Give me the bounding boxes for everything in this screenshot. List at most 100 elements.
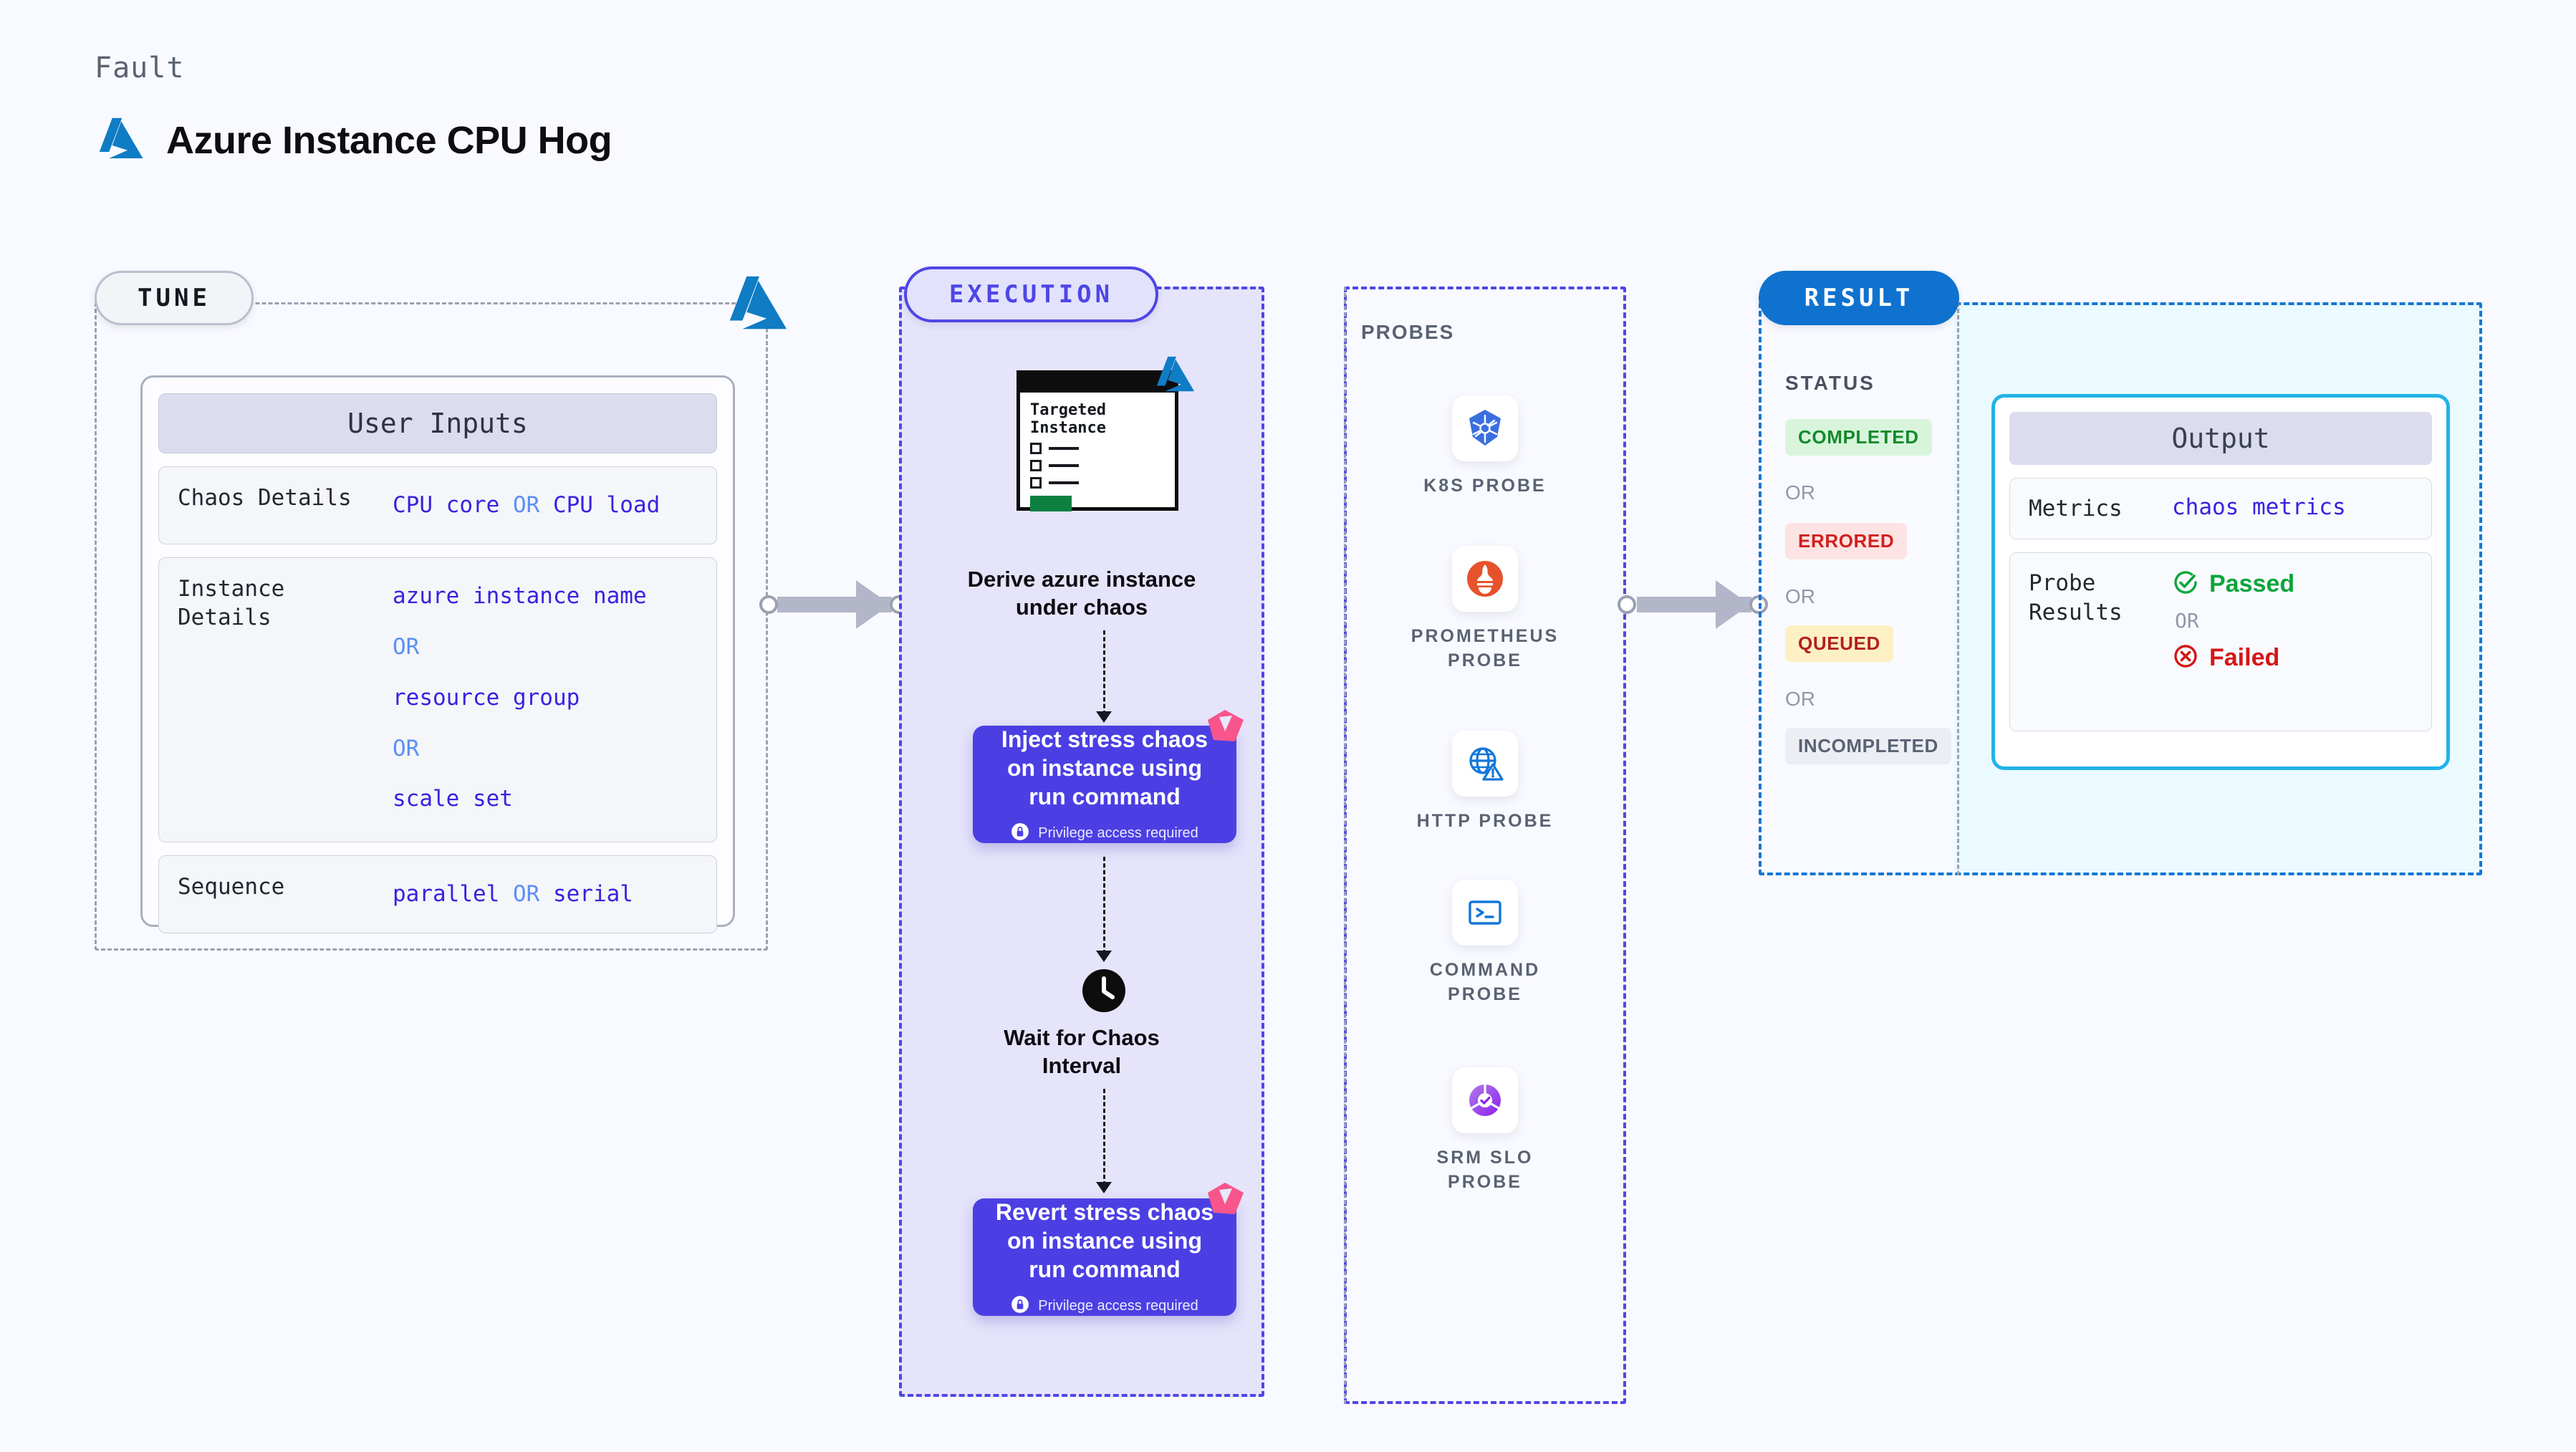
sequence-values: parallel OR serial [393,873,633,915]
litmus-tag-icon [1203,1180,1246,1220]
status-or-3: OR [1785,688,1815,710]
tune-panel [95,302,768,951]
chaos-details-values: CPU core OR CPU load [393,484,660,527]
probe-passed-text: Passed [2209,569,2295,597]
chaos-details-value-2: CPU load [552,492,660,518]
placeholder-line [1049,481,1079,485]
targeted-instance-title-1: Targeted [1030,401,1106,419]
connector-dot-left-2 [1618,595,1636,614]
probe-results-or: OR [2175,609,2199,633]
status-badge-errored: ERRORED [1785,523,1908,559]
instance-or-1: OR [393,633,420,660]
sequence-label: Sequence [178,873,285,900]
probe-label-prometheus: PROMETHEUS PROBE [1344,625,1626,673]
sequence-or: OR [512,880,540,907]
status-or-2: OR [1785,585,1815,607]
metrics-row: Metrics chaos metrics [2009,478,2432,540]
privilege-text: Privilege access required [1038,824,1198,841]
tune-badge[interactable]: TUNE [95,271,254,325]
probe-failed-text: Failed [2209,643,2280,671]
azure-logo-icon [95,116,146,165]
sequence-row: Sequence parallel OR serial [158,855,717,933]
probes-divider [1344,287,1346,1404]
metrics-value: chaos metrics [2172,494,2346,520]
probe-label-srm-line-1: SRM SLO [1436,1148,1534,1168]
result-badge[interactable]: RESULT [1759,271,1959,325]
output-card: Output Metrics chaos metrics Probe Resul… [1991,394,2450,770]
revert-step-line-1: Revert stress chaos [995,1199,1214,1225]
instance-or-2: OR [393,735,420,761]
chaos-details-label: Chaos Details [178,485,352,511]
instance-details-label: Instance Details [178,575,285,630]
checkbox-row [1030,477,1165,489]
probe-item-prometheus[interactable]: PROMETHEUS PROBE [1344,546,1626,673]
probe-result-failed: Failed [2172,643,2294,673]
status-title: STATUS [1785,372,1875,394]
srm-slo-icon [1452,1067,1518,1133]
probe-label-prometheus-line-2: PROBE [1448,650,1522,670]
status-badge-queued: QUEUED [1785,625,1893,662]
sequence-value-2: serial [552,880,633,907]
chaos-details-row: Chaos Details CPU core OR CPU load [158,466,717,544]
probe-item-http[interactable]: HTTP PROBE [1344,731,1626,834]
probe-label-command: COMMAND PROBE [1344,958,1626,1007]
checkbox-row [1030,460,1165,472]
user-inputs-title: User Inputs [158,393,717,453]
page-title-row: Azure Instance CPU Hog [95,116,612,165]
status-badge-completed: COMPLETED [1785,419,1932,456]
execution-badge[interactable]: EXECUTION [904,266,1158,322]
inject-step-line-2: on instance using [1006,755,1203,781]
derive-caption-line-1: Derive azure instance [967,567,1196,592]
revert-step-box[interactable]: Revert stress chaos on instance using ru… [973,1183,1244,1317]
privilege-text: Privilege access required [1038,1297,1198,1314]
probe-label-prometheus-line-1: PROMETHEUS [1410,626,1559,646]
placeholder-line [1049,447,1079,451]
probe-item-k8s[interactable]: K8S PROBE [1344,395,1626,499]
instance-value-1: azure instance name [393,582,647,609]
derive-caption-line-2: under chaos [1015,594,1148,620]
inject-step-line-1: Inject stress chaos [1001,726,1208,752]
placeholder-line [1049,464,1079,468]
status-badge-incompleted: INCOMPLETED [1785,728,1951,764]
derive-caption: Derive azure instance under chaos [917,566,1246,622]
inject-step-box[interactable]: Inject stress chaos on instance using ru… [973,710,1244,844]
probe-results-values: Passed OR Failed [2172,569,2294,715]
flow-line-2 [1103,857,1105,954]
check-circle-icon [2172,569,2199,599]
probe-label-http: HTTP PROBE [1416,811,1554,831]
flow-arrow-2 [1096,951,1112,962]
probe-item-srm-slo[interactable]: SRM SLO PROBE [1344,1067,1626,1195]
inject-step-line-3: run command [1029,784,1181,809]
wait-caption-line-1: Wait for Chaos [1004,1025,1160,1050]
chaos-details-or: OR [512,492,540,518]
probe-label-command-line-2: PROBE [1448,984,1522,1004]
lock-icon [1011,1295,1029,1317]
instance-value-2: resource group [393,684,580,711]
result-panel [1759,302,2482,875]
probe-results-row: Probe Results Passed OR [2009,552,2432,732]
instance-details-values: azure instance name OR resource group OR… [393,575,647,824]
probe-item-command[interactable]: COMMAND PROBE [1344,880,1626,1007]
probe-label-command-line-1: COMMAND [1429,960,1541,980]
status-column [1759,302,1959,875]
user-inputs-card: User Inputs Chaos Details CPU core OR CP… [140,375,735,933]
green-button-shape [1030,496,1072,512]
flow-arrow-1 [1096,711,1112,723]
kubernetes-icon [1452,395,1518,461]
azure-logo-icon [1153,355,1197,395]
targeted-instance-title-2: Instance [1030,419,1106,438]
checkbox-icon [1030,460,1042,472]
probe-result-passed: Passed [2172,569,2294,599]
connector-dot-left-1 [759,595,778,614]
flow-line-1 [1103,630,1105,715]
lock-icon [1011,822,1029,844]
probe-label-srm-line-2: PROBE [1448,1171,1522,1192]
x-circle-icon [2172,643,2199,673]
probes-title: PROBES [1361,321,1455,343]
instance-details-row: Instance Details azure instance name OR … [158,557,717,842]
chaos-details-value-1: CPU core [393,492,500,518]
output-title: Output [2009,412,2432,465]
checkbox-icon [1030,443,1042,455]
probe-label-k8s: K8S PROBE [1423,476,1547,496]
